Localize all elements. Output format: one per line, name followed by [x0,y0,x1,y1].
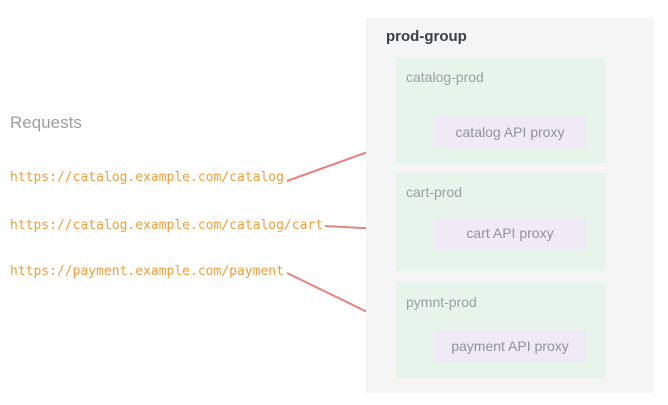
env-box-pymnt-prod: pymnt-prod payment API proxy [396,283,606,378]
env-label-cart-prod: cart-prod [406,184,463,200]
proxy-box-cart-api: cart API proxy [434,217,586,249]
env-box-cart-prod: cart-prod cart API proxy [396,173,606,271]
prod-group-panel: prod-group catalog-prod catalog API prox… [366,18,654,393]
request-url-catalog-cart: https://catalog.example.com/catalog/cart [10,218,324,233]
prod-group-title: prod-group [386,28,467,45]
proxy-box-payment-api: payment API proxy [434,330,586,362]
proxy-box-catalog-api: catalog API proxy [434,116,586,148]
env-label-catalog-prod: catalog-prod [406,69,484,85]
request-url-catalog: https://catalog.example.com/catalog [10,170,284,185]
env-box-catalog-prod: catalog-prod catalog API proxy [396,58,606,163]
requests-title: Requests [10,113,82,132]
env-label-pymnt-prod: pymnt-prod [406,294,477,310]
request-url-payment: https://payment.example.com/payment [10,264,284,279]
